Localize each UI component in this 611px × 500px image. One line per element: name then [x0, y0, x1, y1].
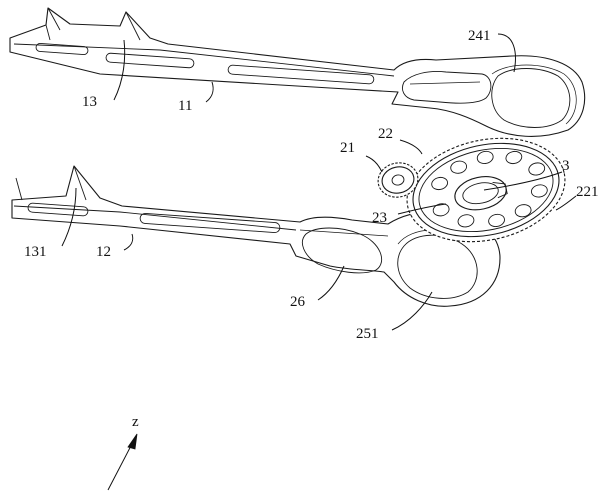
label-23: 23 — [372, 210, 387, 226]
label-241: 241 — [468, 28, 491, 44]
axis-label-z: z — [132, 414, 139, 430]
label-22: 22 — [378, 126, 393, 142]
upper-arm — [9, 7, 586, 137]
label-221: 221 — [576, 184, 599, 200]
label-12: 12 — [96, 244, 111, 260]
label-11: 11 — [178, 98, 192, 114]
reference-labels: 13 11 241 21 22 3 221 23 131 12 26 251 z — [24, 28, 599, 430]
leader-lines — [61, 33, 577, 491]
small-gear — [377, 162, 419, 198]
label-3: 3 — [562, 158, 570, 174]
z-axis-arrowhead — [127, 433, 138, 450]
label-13: 13 — [82, 94, 97, 110]
label-26: 26 — [290, 294, 306, 310]
label-131: 131 — [24, 244, 47, 260]
label-251: 251 — [356, 326, 379, 342]
z-axis-line — [107, 439, 135, 491]
label-21: 21 — [340, 140, 355, 156]
